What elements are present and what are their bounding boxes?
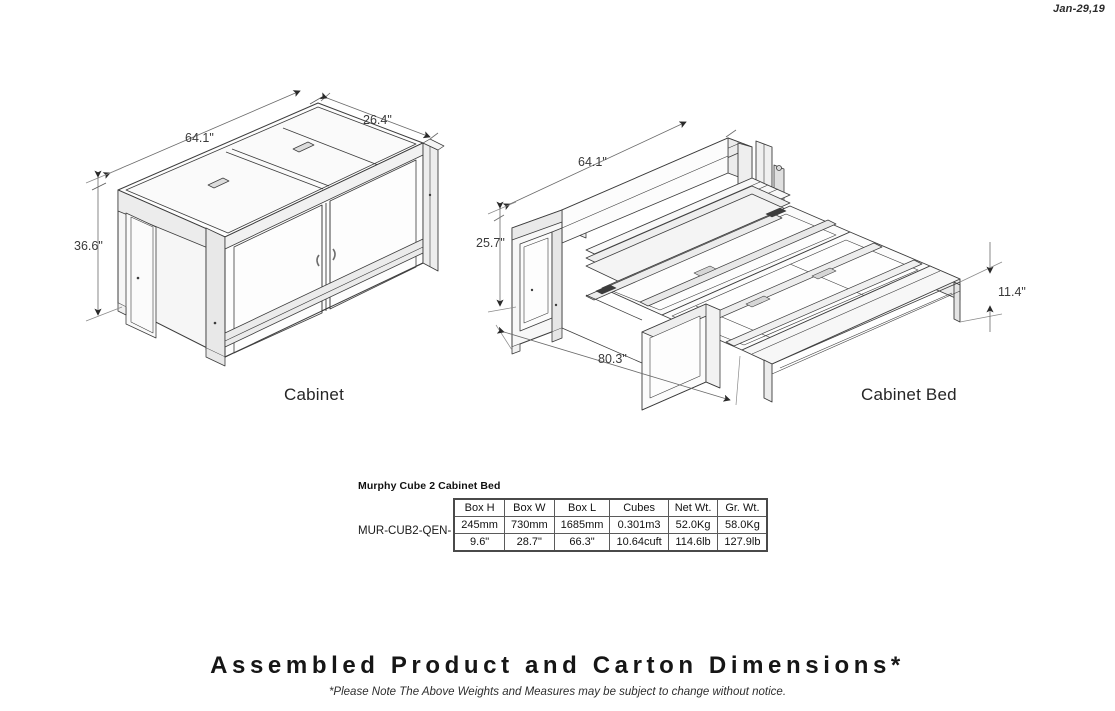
cabinet-body — [117, 102, 445, 367]
cell-imperial-gr-wt: 127.9lb — [717, 533, 769, 552]
dimension-cabinet-depth — [319, 92, 439, 140]
cell-metric-gr-wt: 58.0Kg — [717, 516, 769, 534]
model-code-label: MUR-CUB2-QEN- — [358, 525, 452, 537]
date-stamp: Jan-29,19 — [1053, 3, 1105, 15]
dimension-label-cabinet-height: 36.6" — [74, 239, 103, 253]
cell-metric-box-l: 1685mm — [553, 516, 611, 534]
dimension-label-bed-clearance: 11.4" — [998, 285, 1026, 299]
caption-cabinet-bed: Cabinet Bed — [861, 385, 957, 404]
page-footer: Assembled Product and Carton Dimensions*… — [0, 652, 1115, 698]
carton-spec-table: Box H Box W Box L Cubes Net Wt. Gr. Wt. … — [453, 498, 769, 552]
dimension-label-bed-height: 25.7" — [476, 236, 505, 250]
column-header-box-w: Box W — [503, 498, 555, 517]
dimension-label-cabinet-depth: 26.4" — [363, 113, 392, 127]
cell-imperial-box-h: 9.6" — [453, 533, 505, 552]
dimension-bed-clearance — [959, 242, 1003, 332]
cell-metric-box-h: 245mm — [453, 516, 505, 534]
cell-imperial-net-wt: 114.6lb — [667, 533, 719, 552]
cell-metric-cubes: 0.301m3 — [609, 516, 669, 534]
dimension-label-bed-width: 64.1" — [578, 155, 607, 169]
spec-table-title: Murphy Cube 2 Cabinet Bed — [358, 480, 501, 492]
column-header-net-wt: Net Wt. — [667, 498, 719, 517]
carton-spec-block: Murphy Cube 2 Cabinet Bed MUR-CUB2-QEN- … — [358, 480, 769, 552]
table-row: 9.6" 28.7" 66.3" 10.64cuft 114.6lb 127.9… — [453, 533, 769, 552]
cell-metric-net-wt: 52.0Kg — [667, 516, 719, 534]
dimension-bed-length — [495, 324, 741, 406]
caption-cabinet: Cabinet — [284, 385, 344, 404]
footer-disclaimer: *Please Note The Above Weights and Measu… — [328, 686, 787, 698]
column-header-cubes: Cubes — [609, 498, 669, 517]
table-header-row: Box H Box W Box L Cubes Net Wt. Gr. Wt. — [453, 498, 769, 517]
cell-imperial-box-l: 66.3" — [553, 533, 611, 552]
dimension-cabinet-height — [85, 167, 123, 322]
column-header-gr-wt: Gr. Wt. — [717, 498, 769, 517]
cell-metric-box-w: 730mm — [503, 516, 555, 534]
cell-imperial-box-w: 28.7" — [503, 533, 555, 552]
dimension-label-bed-length: 80.3" — [598, 352, 627, 366]
column-header-box-l: Box L — [553, 498, 611, 517]
table-row: 245mm 730mm 1685mm 0.301m3 52.0Kg 58.0Kg — [453, 516, 769, 534]
cabinet-bed-isometric-drawing: 64.1" 25.7" 80.3" 11.4" — [476, 110, 1050, 415]
cabinet-isometric-drawing: 64.1" 26.4" 36.6" — [74, 90, 458, 385]
dimension-bed-height — [487, 201, 517, 313]
cabinet-bed-body — [511, 137, 961, 411]
dimension-label-cabinet-width: 64.1" — [185, 131, 214, 145]
cell-imperial-cubes: 10.64cuft — [609, 533, 669, 552]
column-header-box-h: Box H — [453, 498, 505, 517]
page-title: Assembled Product and Carton Dimensions* — [210, 652, 905, 679]
